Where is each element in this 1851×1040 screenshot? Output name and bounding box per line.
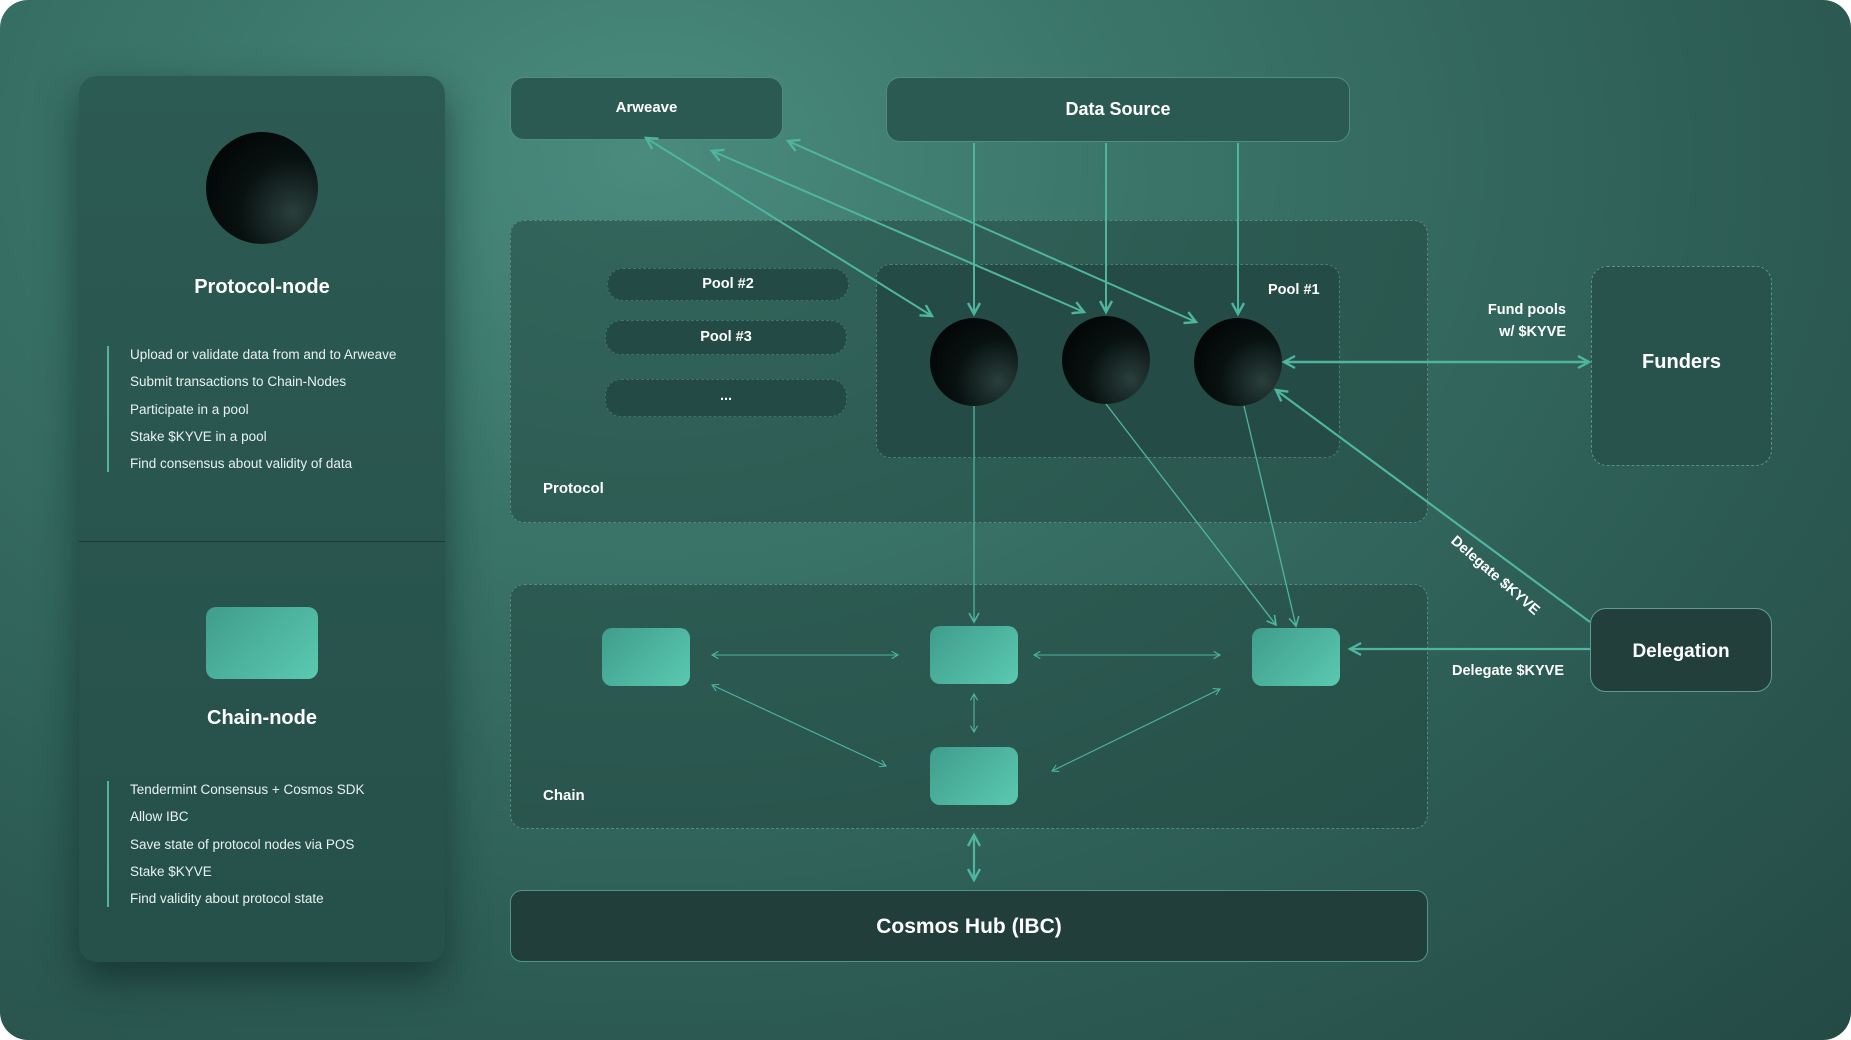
pool-1-label: Pool #1 (1268, 282, 1320, 298)
chain-node-4 (930, 747, 1018, 805)
pool-3-pill (605, 320, 847, 355)
protocol-node-1 (930, 318, 1018, 406)
fund-pools-label-line1: Fund pools (1487, 302, 1566, 318)
protocol-node-feature-list: Upload or validate data from and to Arwe… (130, 341, 396, 477)
arrow-node3-chain (1243, 405, 1300, 628)
list-item: Participate in a pool (130, 401, 249, 417)
list-item: Stake $KYVE (130, 863, 212, 879)
chain-node-list-bar (107, 781, 109, 907)
arrow-chain-3-4 (1051, 687, 1221, 773)
data-source-label: Data Source (1065, 99, 1171, 119)
protocol-node-icon (206, 132, 318, 244)
chain-node-title: Chain-node (207, 707, 317, 729)
chain-node-3 (1252, 628, 1340, 686)
arrow-chain-1-4 (711, 683, 887, 768)
delegate-kyve-chain-label: Delegate $KYVE (1452, 663, 1565, 679)
arrow-arweave-node2 (709, 148, 1087, 315)
delegation-label: Delegation (1632, 641, 1730, 662)
list-item: Find consensus about validity of data (130, 456, 353, 472)
fund-pools-label-line2: w/ $KYVE (1499, 324, 1566, 340)
list-item: Submit transactions to Chain-Nodes (130, 374, 347, 390)
protocol-node-3 (1194, 318, 1282, 406)
pool-more-label: ... (719, 388, 733, 404)
cosmos-hub-box (510, 890, 1428, 962)
list-item: Upload or validate data from and to Arwe… (130, 347, 397, 362)
protocol-node-2 (1062, 316, 1150, 404)
cosmos-hub-label: Cosmos Hub (IBC) (876, 915, 1062, 938)
delegation-box (1590, 608, 1772, 692)
chain-node-icon (206, 607, 318, 679)
protocol-node-title: Protocol-node (194, 276, 330, 298)
arweave-box (510, 77, 783, 140)
chain-node-2 (930, 626, 1018, 684)
list-item: Find validity about protocol state (130, 891, 324, 907)
arweave-label: Arweave (615, 99, 678, 116)
list-item: Tendermint Consensus + Cosmos SDK (130, 782, 365, 797)
chain-label: Chain (543, 787, 585, 804)
protocol-label: Protocol (543, 480, 604, 497)
protocol-node-list-bar (107, 346, 109, 472)
list-item: Allow IBC (130, 809, 189, 825)
funders-box (1591, 266, 1772, 466)
list-item: Save state of protocol nodes via POS (130, 836, 355, 852)
list-item: Stake $KYVE in a pool (130, 428, 267, 444)
funders-label: Funders (1642, 351, 1721, 373)
arrow-delegation-protocol (1273, 388, 1591, 623)
pool-3-label: Pool #3 (700, 329, 752, 345)
arrow-arweave-node3 (785, 138, 1199, 325)
pool-more-pill (605, 379, 847, 417)
legend-divider (79, 541, 445, 542)
data-source-box (886, 77, 1350, 142)
chain-node-1 (602, 628, 690, 686)
arrow-node2-chain (1105, 403, 1278, 627)
chain-node-feature-list: Tendermint Consensus + Cosmos SDK Allow … (130, 776, 364, 912)
